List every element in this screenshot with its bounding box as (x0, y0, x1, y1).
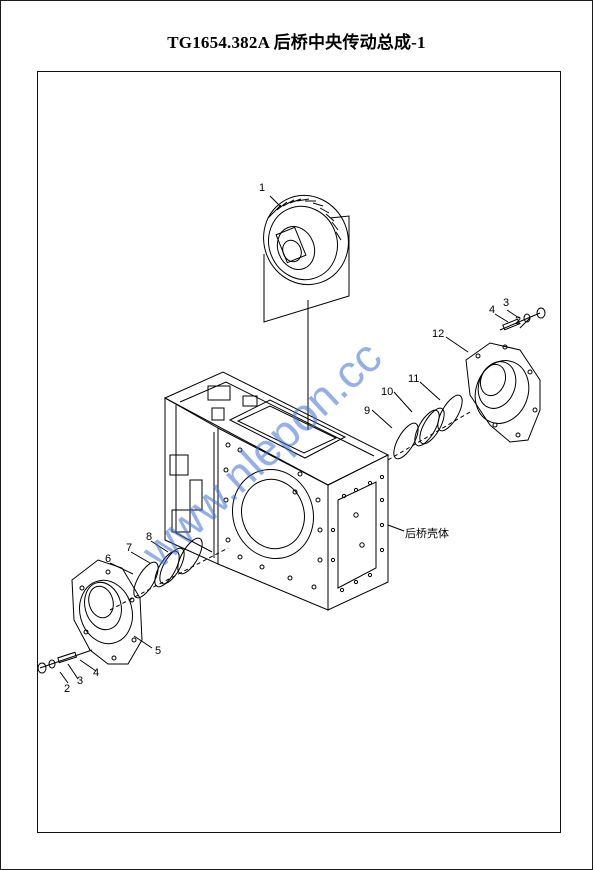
callout-8: 8 (146, 531, 152, 543)
callout-labels: 1 2 3 4 12 11 10 9 8 7 6 5 2 3 4 后桥壳体 (64, 182, 521, 695)
callout-4-lower: 4 (93, 667, 99, 679)
callout-1: 1 (259, 182, 265, 194)
callout-6: 6 (105, 553, 111, 565)
right-side-parts (387, 307, 546, 461)
callout-10: 10 (381, 386, 393, 398)
watermark: www.nlepon.cc (131, 330, 392, 578)
callout-2-lower: 2 (64, 683, 70, 695)
left-side-parts (37, 537, 229, 674)
callout-3-lower: 3 (77, 675, 83, 687)
bevel-gear-assembly (263, 194, 350, 430)
callout-7: 7 (126, 542, 132, 554)
leader-lines (59, 309, 531, 684)
callout-3-upper: 3 (503, 297, 509, 309)
callout-11: 11 (408, 373, 419, 385)
drawing-frame (37, 71, 561, 833)
callout-12: 12 (432, 328, 444, 340)
housing-label: 后桥壳体 (405, 526, 449, 540)
axle-housing (163, 371, 405, 611)
callout-4-upper: 4 (489, 304, 495, 316)
callout-9: 9 (364, 405, 370, 417)
drawing-title: TG1654.382A 后桥中央传动总成-1 (167, 33, 426, 52)
callout-5: 5 (155, 645, 161, 657)
callout-2-upper: 2 (515, 315, 521, 327)
